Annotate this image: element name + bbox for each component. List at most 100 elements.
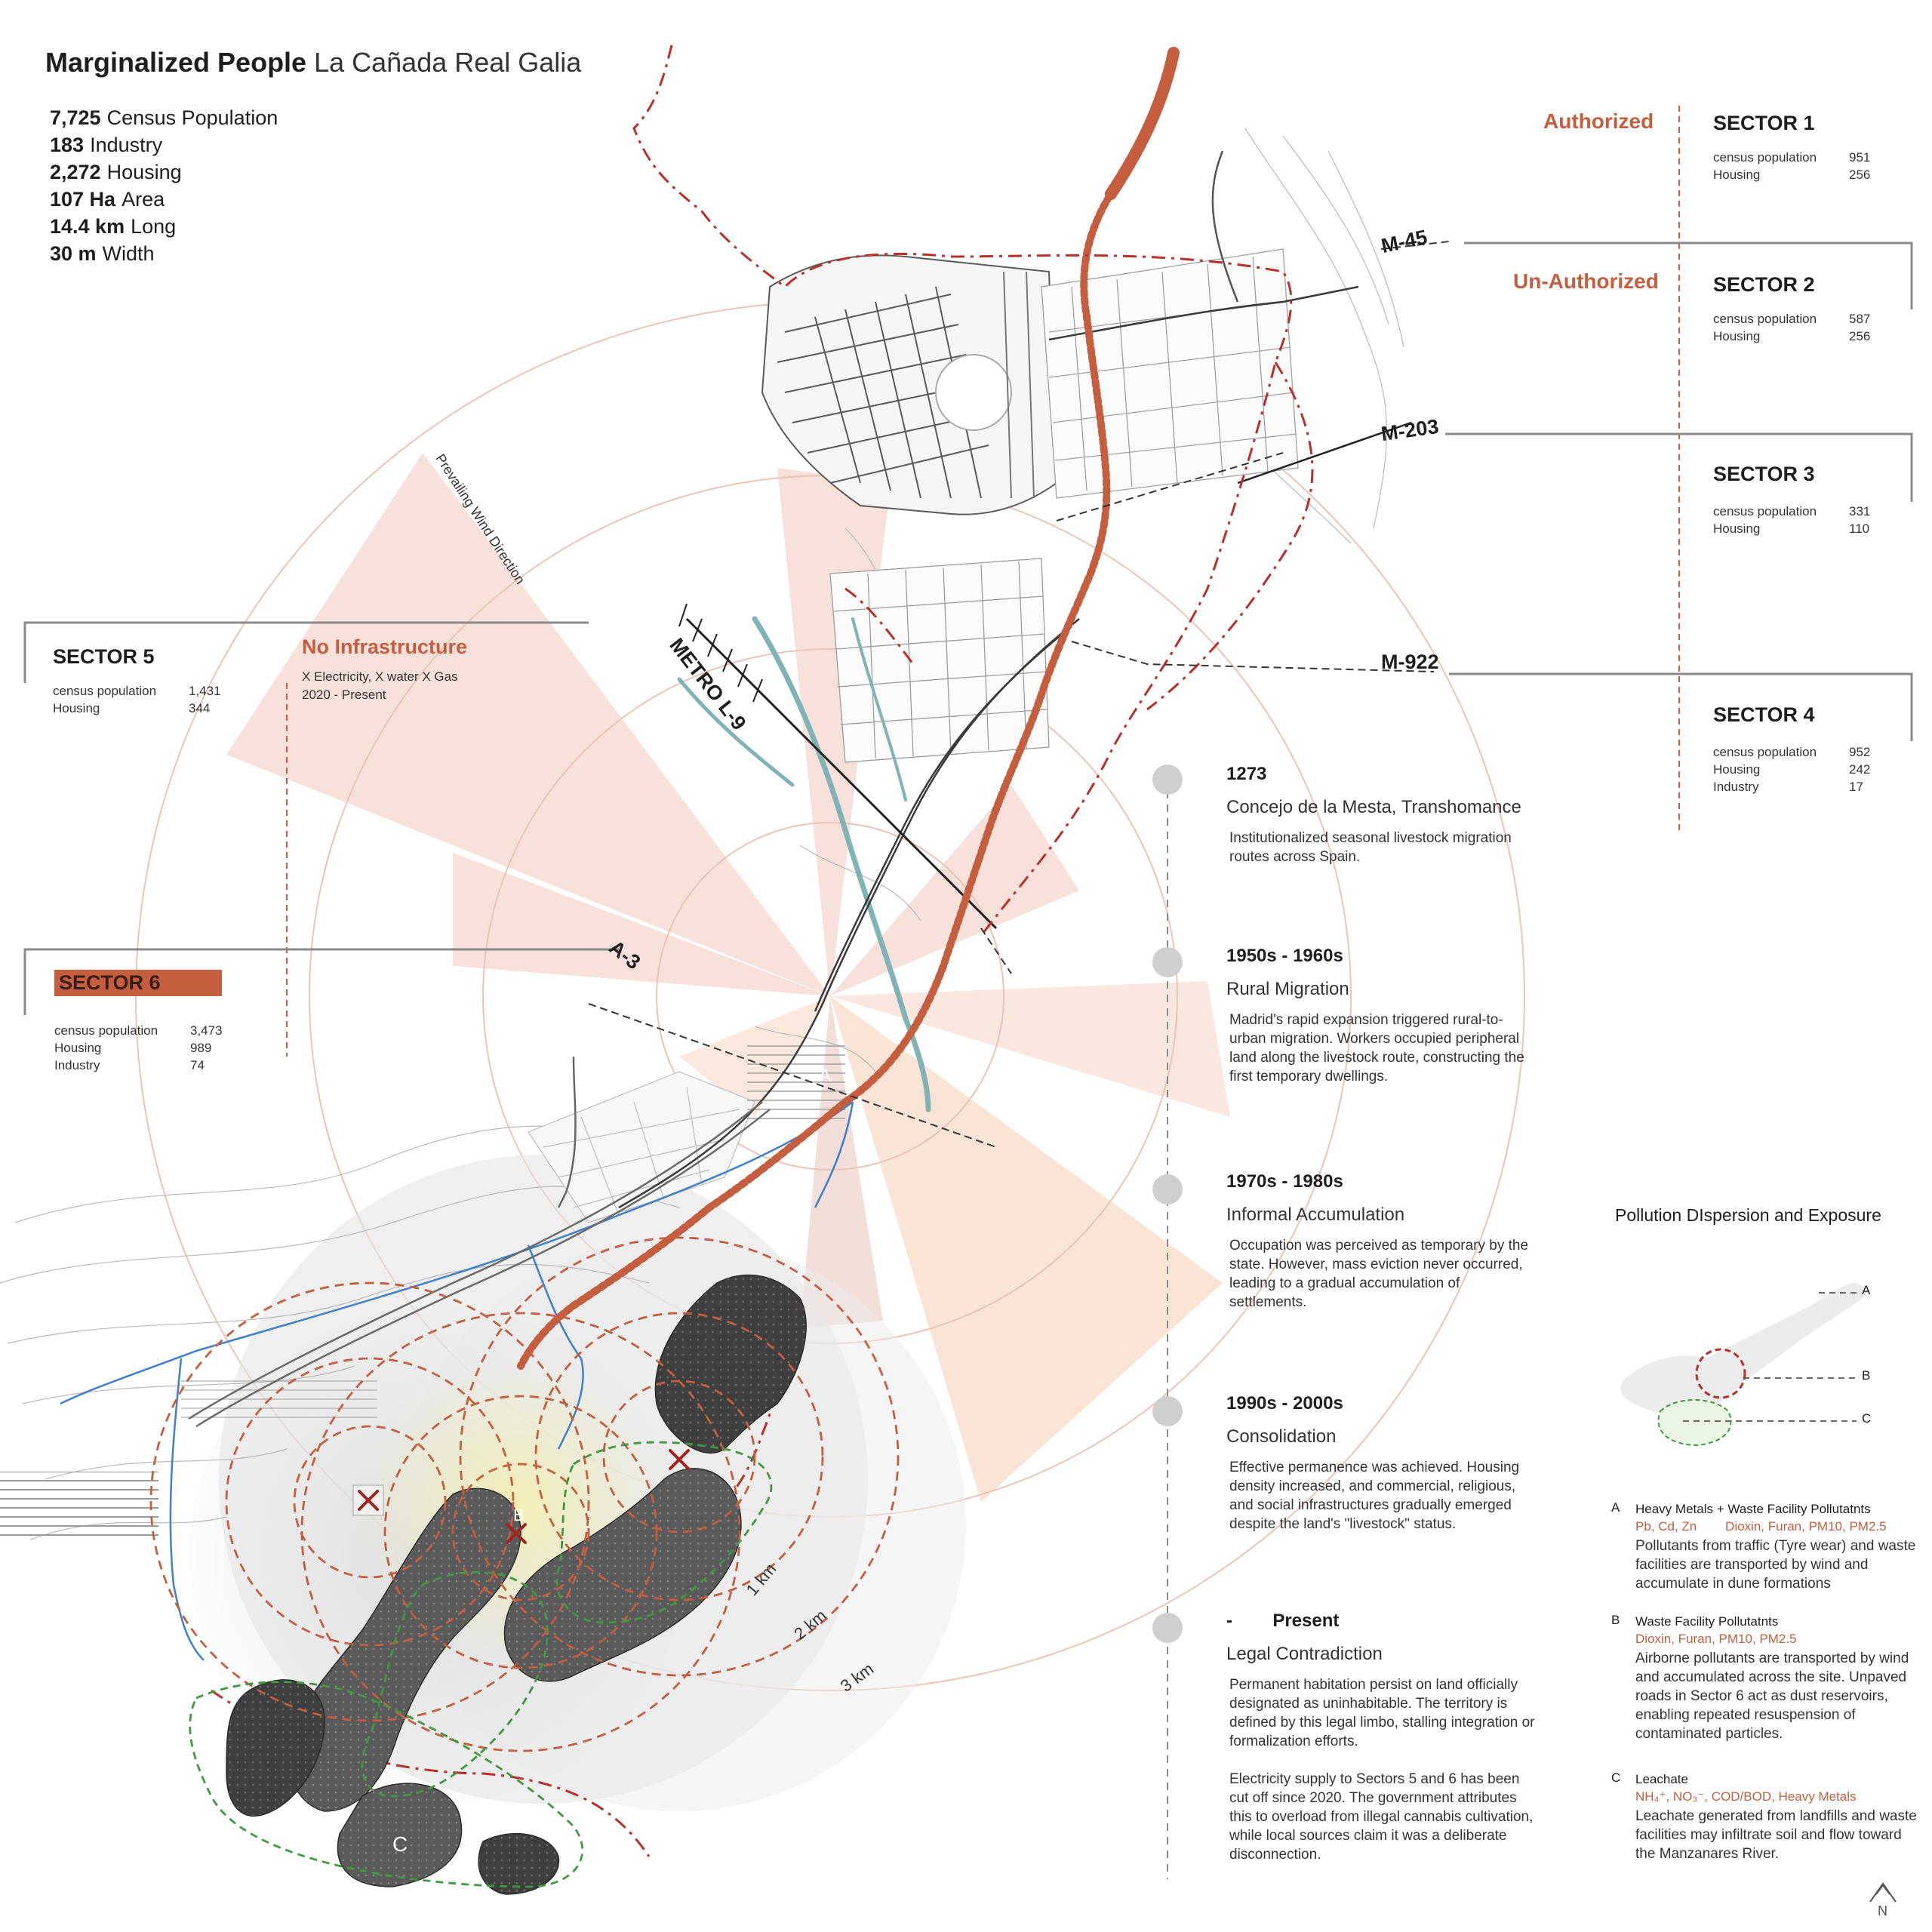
- stat-value: 7,725: [50, 106, 101, 129]
- timeline-entry-present: - Present Legal Contradiction Permanent …: [1226, 1611, 1539, 1864]
- stat-row: 14.4 km Long: [50, 213, 278, 240]
- timeline-entry-1970s: 1970s - 1980s Informal Accumulation Occu…: [1226, 1171, 1539, 1312]
- stat-key: Housing: [1713, 521, 1761, 536]
- sector-2-stats: census population 587 Housing 256: [1713, 310, 1870, 345]
- timeline-year: 1273: [1226, 764, 1267, 784]
- diagram-label-a: A: [1862, 1283, 1871, 1297]
- timeline-year: - Present: [1226, 1611, 1340, 1631]
- pollution-item-letter: B: [1611, 1613, 1620, 1627]
- stat-key: Housing: [1713, 329, 1761, 343]
- no-infrastructure-line-1: X Electricity, X water X Gas: [302, 669, 458, 684]
- wind-wedge-se: [830, 996, 1223, 1502]
- waste-facility-markers: [352, 1449, 690, 1544]
- stat-val: 951: [1849, 150, 1871, 165]
- stat-label: Housing: [106, 161, 182, 183]
- pollution-item-text: Pollutants from traffic (Tyre wear) and …: [1635, 1538, 1916, 1592]
- pollution-rings: [149, 1236, 900, 1752]
- diagram-label-b: B: [1862, 1368, 1871, 1383]
- pollution-item-c: C Leachate NH₄⁺, NO₃⁻, COD/BOD, Heavy Me…: [1611, 1770, 1922, 1863]
- timeline-entry-1273: 1273 Concejo de la Mesta, Transhomance I…: [1226, 764, 1539, 866]
- metro-ties: [678, 603, 763, 703]
- pollution-item-text: Leachate generated from landfills and wa…: [1635, 1808, 1917, 1862]
- landfill-mound-5: [337, 1783, 463, 1887]
- page-title: Marginalized People La Cañada Real Galia: [45, 47, 581, 78]
- timeline-title: Consolidation: [1226, 1426, 1337, 1447]
- pollution-item-a: A Heavy Metals + Waste Facility Pollutat…: [1611, 1500, 1922, 1593]
- timeline-entry-1950s: 1950s - 1960s Rural Migration Madrid's r…: [1226, 946, 1539, 1086]
- north-label: N: [1878, 1903, 1887, 1918]
- pollution-item-title: Waste Facility Pollutatnts: [1635, 1614, 1779, 1629]
- road-label-m922: M-922: [1381, 651, 1439, 673]
- sector-5-name: SECTOR 5: [53, 645, 155, 668]
- wind-wedge-w: [453, 853, 830, 996]
- timeline-title: Concejo de la Mesta, Transhomance: [1226, 797, 1521, 817]
- stat-key: census population: [54, 1023, 158, 1038]
- timeline-title: Rural Migration: [1226, 979, 1349, 999]
- landfill-mound-1: [654, 1274, 807, 1454]
- landfill-mound-4: [226, 1679, 325, 1817]
- sector-3-name: SECTOR 3: [1713, 463, 1815, 485]
- zone-label-a: A: [819, 1066, 832, 1086]
- canada-real-corridor: [517, 47, 1180, 1370]
- wind-rose: [226, 453, 1230, 1502]
- pollution-item-pollutants: Dioxin, Furan, PM10, PM2.5: [1635, 1632, 1797, 1646]
- wind-wedge-e: [830, 981, 1230, 1117]
- stat-value: 14.4 km: [50, 215, 125, 238]
- stat-val: 17: [1849, 780, 1863, 794]
- pollution-item-pollutants: Pb, Cd, Zn Dioxin, Furan, PM10, PM2.5: [1635, 1519, 1887, 1534]
- sector-brackets: [23, 242, 1913, 1015]
- timeline-title: Legal Contradiction: [1226, 1644, 1383, 1664]
- stat-key: Industry: [54, 1058, 100, 1072]
- wind-wedge-nw: [226, 453, 830, 996]
- timeline-desc-2: Electricity supply to Sectors 5 and 6 ha…: [1229, 1771, 1534, 1863]
- urban-grid-north: [761, 254, 1058, 515]
- stat-label: Area: [122, 188, 165, 211]
- urban-grid-east: [1041, 248, 1299, 499]
- category-authorized: Authorized: [1543, 109, 1654, 133]
- stat-val: 256: [1849, 168, 1871, 182]
- stat-key: Industry: [1713, 780, 1759, 794]
- wind-wedge-s: [800, 996, 883, 1328]
- stat-key: Housing: [54, 1041, 102, 1055]
- sector-6-name: SECTOR 6: [54, 970, 222, 996]
- stat-val: 74: [190, 1058, 205, 1072]
- timeline-desc: Occupation was perceived as temporary by…: [1229, 1238, 1529, 1310]
- stat-label: Long: [131, 215, 177, 238]
- pollution-item-title: Leachate: [1635, 1772, 1688, 1786]
- stat-value: 30 m: [50, 242, 97, 265]
- urban-grid-central: [829, 558, 1050, 763]
- stat-label: Width: [102, 242, 155, 265]
- timeline-axis: [1152, 764, 1183, 1879]
- stat-val: 242: [1849, 762, 1871, 777]
- sector-2-name: SECTOR 2: [1713, 273, 1815, 296]
- diagram-label-c: C: [1862, 1411, 1872, 1426]
- urban-fabric-south: [528, 1071, 755, 1223]
- stat-val: 344: [189, 701, 211, 715]
- stat-val: 256: [1849, 329, 1871, 343]
- sector-1-name: SECTOR 1: [1713, 112, 1815, 134]
- stat-key: census population: [1713, 312, 1817, 326]
- stat-val: 331: [1849, 504, 1871, 518]
- stat-label: Census Population: [106, 106, 278, 129]
- stat-val: 989: [190, 1041, 212, 1055]
- stat-val: 587: [1849, 312, 1871, 326]
- pollution-item-letter: A: [1611, 1500, 1620, 1515]
- landfill-mound-2: [503, 1468, 742, 1682]
- leachate-areas: [189, 1441, 773, 1888]
- stat-key: census population: [53, 684, 157, 698]
- stat-val: 952: [1849, 745, 1871, 759]
- category-unauthorized: Un-Authorized: [1513, 269, 1659, 293]
- zone-label-b: B: [513, 1506, 525, 1524]
- study-boundary: [211, 45, 1314, 1857]
- stat-value: 107 Ha: [50, 188, 116, 211]
